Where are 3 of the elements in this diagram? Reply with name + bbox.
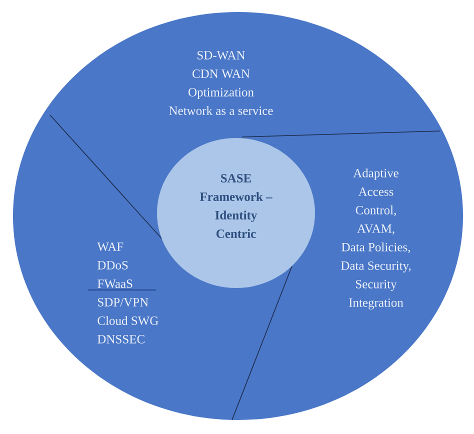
list-text: SD-WAN CDN WAN Optimization Network as a service [169, 51, 273, 115]
list-text: WAF DDoS FWaaS SDP/VPN Cloud SWG DNSSEC [97, 242, 158, 344]
list-text: Adaptive Access Control, AVAM, Data Policies, Data Security, Security Integration [341, 168, 411, 310]
